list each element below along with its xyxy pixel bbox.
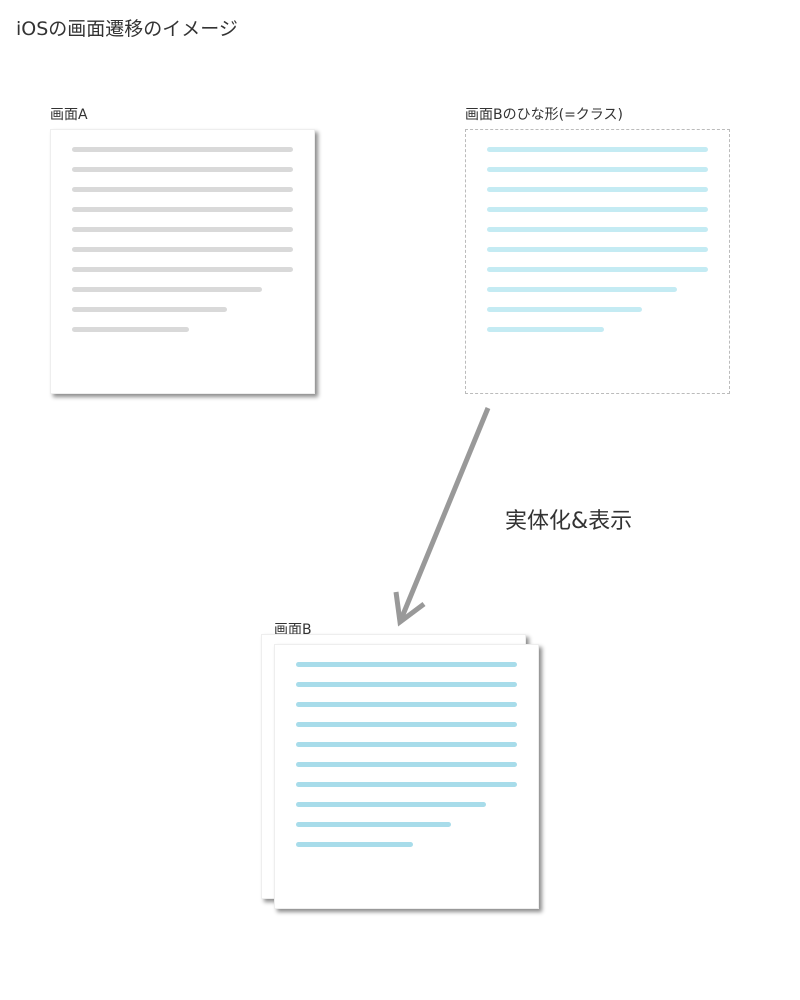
- text-placeholder-line: [72, 227, 293, 232]
- text-placeholder-line: [487, 307, 642, 312]
- text-placeholder-line: [72, 207, 293, 212]
- text-placeholder-line: [487, 207, 708, 212]
- text-placeholder-line: [487, 147, 708, 152]
- text-placeholder-line: [296, 742, 517, 747]
- screen-b-template-card: [465, 129, 730, 394]
- text-placeholder-line: [296, 842, 413, 847]
- arrow-head: [393, 591, 426, 627]
- text-placeholder-line: [72, 187, 293, 192]
- text-placeholder-line: [72, 147, 293, 152]
- text-placeholder-line: [296, 662, 517, 667]
- text-placeholder-line: [296, 722, 517, 727]
- screen-a-card: [50, 129, 315, 394]
- text-placeholder-line: [72, 267, 293, 272]
- text-placeholder-line: [72, 167, 293, 172]
- screen-b-template-label: 画面Bのひな形(=クラス): [465, 107, 623, 123]
- screen-b-card: [274, 644, 539, 909]
- text-placeholder-line: [72, 307, 227, 312]
- text-placeholder-line: [487, 187, 708, 192]
- screen-a-label: 画面A: [50, 107, 88, 123]
- text-placeholder-line: [487, 287, 677, 292]
- arrow-shaft: [397, 407, 491, 623]
- text-placeholder-line: [487, 227, 708, 232]
- text-placeholder-line: [296, 802, 486, 807]
- text-placeholder-line: [72, 287, 262, 292]
- text-placeholder-line: [296, 762, 517, 767]
- text-placeholder-line: [296, 782, 517, 787]
- text-placeholder-line: [296, 702, 517, 707]
- diagram-title: iOSの画面遷移のイメージ: [16, 18, 238, 40]
- text-placeholder-line: [72, 327, 189, 332]
- text-placeholder-line: [487, 167, 708, 172]
- text-placeholder-line: [487, 267, 708, 272]
- text-placeholder-line: [487, 247, 708, 252]
- text-placeholder-line: [487, 327, 604, 332]
- arrow-label: 実体化&表示: [505, 509, 633, 534]
- text-placeholder-line: [72, 247, 293, 252]
- text-placeholder-line: [296, 822, 451, 827]
- text-placeholder-line: [296, 682, 517, 687]
